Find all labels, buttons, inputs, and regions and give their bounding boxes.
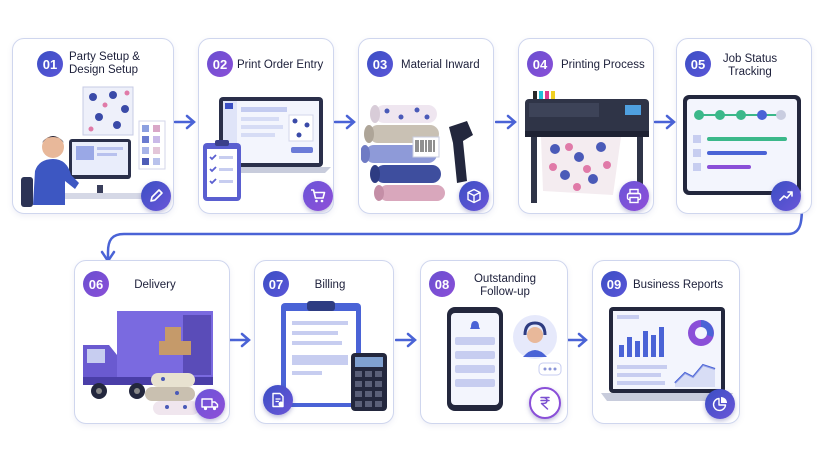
step-title-03: Material Inward — [401, 59, 480, 71]
step-card-02[interactable]: 02 Print Order Entry — [198, 38, 334, 214]
follow-up-illustration — [447, 307, 562, 411]
step-title-07: Billing — [314, 279, 346, 291]
arrow-02-03 — [334, 114, 356, 130]
reports-illustration — [601, 307, 733, 401]
step-badge-02: 02 — [207, 51, 233, 77]
step-badge-07: 07 — [263, 271, 289, 297]
step-title-05: Job Status Tracking — [722, 53, 778, 78]
tracking-dashboard-illustration — [683, 95, 801, 195]
fabric-rolls-illustration — [361, 105, 473, 201]
step-card-03[interactable]: 03 Material Inward — [358, 38, 494, 214]
trend-up-icon — [771, 181, 801, 211]
truck-illustration — [83, 311, 213, 415]
arrow-06-07 — [229, 332, 251, 348]
step-card-05[interactable]: 05 Job Status Tracking — [676, 38, 812, 214]
step-badge-05: 05 — [685, 51, 711, 77]
designer-illustration — [21, 86, 166, 207]
step-title-08: Outstanding Follow-up — [473, 273, 536, 298]
step-title-02: Print Order Entry — [237, 59, 324, 71]
cart-icon — [303, 181, 333, 211]
billing-illustration — [281, 301, 387, 411]
truck-icon — [195, 389, 225, 419]
rupee-icon — [529, 387, 561, 419]
arrow-04-05 — [654, 114, 676, 130]
printer-icon — [619, 181, 649, 211]
arrow-01-02 — [174, 114, 196, 130]
step-card-07[interactable]: 07 Billing — [254, 260, 394, 424]
step-badge-09: 09 — [601, 271, 627, 297]
step-card-09[interactable]: 09 Business Reports — [592, 260, 740, 424]
arrow-07-08 — [395, 332, 417, 348]
step-title-04: Printing Process — [561, 59, 645, 71]
step-badge-06: 06 — [83, 271, 109, 297]
step-badge-01: 01 — [37, 51, 63, 77]
box-icon — [459, 181, 489, 211]
order-entry-illustration — [203, 97, 331, 201]
step-card-01[interactable]: 01 Party Setup & Design Setup — [12, 38, 174, 214]
invoice-icon — [263, 385, 293, 415]
pie-chart-icon — [705, 389, 735, 419]
step-card-04[interactable]: 04 Printing Process — [518, 38, 654, 214]
step-title-09: Business Reports — [633, 279, 724, 291]
step-badge-08: 08 — [429, 271, 455, 297]
step-badge-04: 04 — [527, 51, 553, 77]
arrow-08-09 — [566, 332, 588, 348]
step-title-01: Party Setup & Design Setup — [69, 51, 140, 76]
step-card-08[interactable]: 08 Outstanding Follow-up — [420, 260, 568, 424]
pencil-icon — [141, 181, 171, 211]
step-title-06: Delivery — [134, 279, 176, 291]
step-card-06[interactable]: 06 Delivery — [74, 260, 230, 424]
step-badge-03: 03 — [367, 51, 393, 77]
arrow-03-04 — [495, 114, 517, 130]
printer-illustration — [525, 91, 649, 203]
